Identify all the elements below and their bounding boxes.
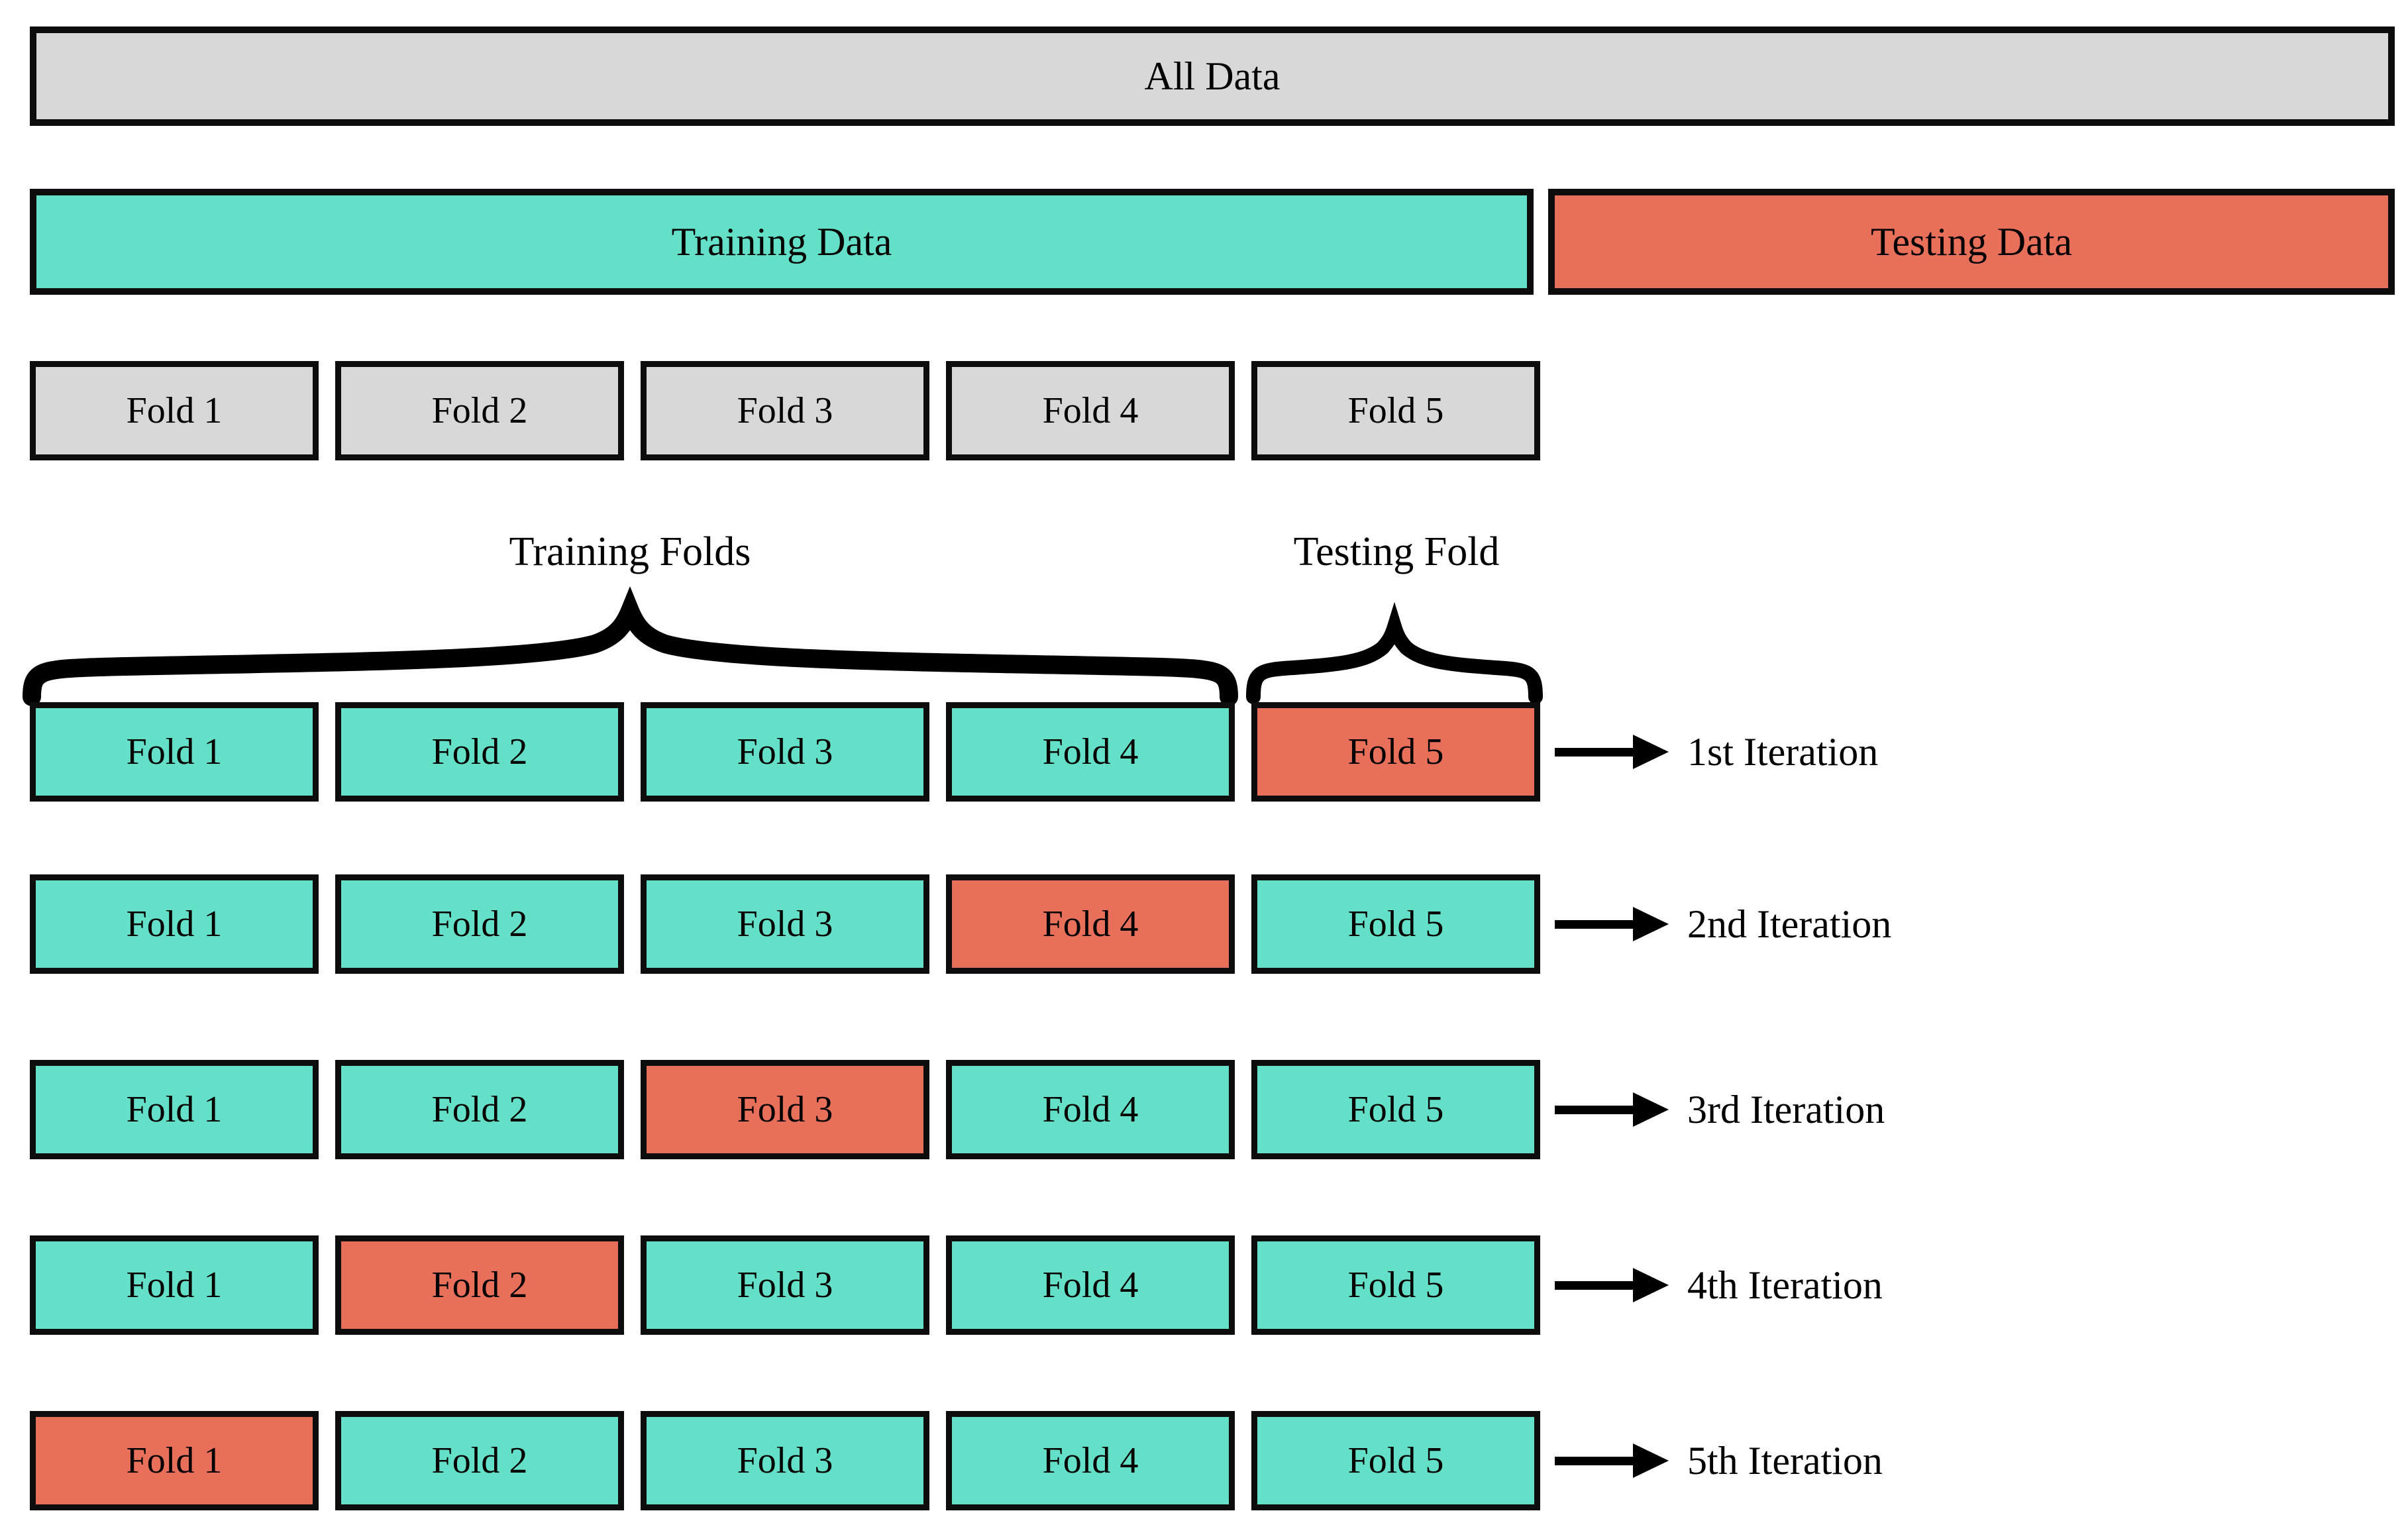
fold-box: Fold 1: [30, 874, 319, 974]
fold-box-testing: Fold 1: [30, 1411, 319, 1510]
arrow-right-icon: [1555, 1443, 1669, 1478]
arrow-head: [1633, 735, 1669, 769]
iteration-label: 1st Iteration: [1687, 730, 1879, 774]
all-data-label: All Data: [1144, 54, 1281, 98]
fold-box-testing: Fold 4: [946, 874, 1235, 974]
fold-label: Fold 4: [1042, 731, 1139, 772]
fold-box: Fold 1: [30, 1060, 319, 1159]
arrow-right-icon: [1555, 1092, 1669, 1127]
arrow-head: [1633, 1268, 1669, 1302]
fold-label: Fold 2: [431, 1089, 528, 1130]
fold-label: Fold 2: [431, 1440, 528, 1481]
fold-label: Fold 5: [1347, 1440, 1444, 1481]
fold-label: Fold 2: [431, 904, 528, 945]
fold-label: Fold 5: [1347, 390, 1444, 431]
fold-box: Fold 1: [30, 361, 319, 460]
fold-label: Fold 3: [737, 904, 833, 945]
fold-label: Fold 1: [126, 390, 223, 431]
iteration-row-2: Fold 1 Fold 2 Fold 3 Fold 4 Fold 5 2nd I…: [30, 874, 1891, 974]
fold-box: Fold 2: [335, 702, 624, 802]
fold-box: Fold 5: [1251, 1060, 1540, 1159]
fold-box: Fold 3: [641, 1235, 929, 1335]
fold-box: Fold 3: [641, 1411, 929, 1510]
fold-label: Fold 1: [126, 1440, 223, 1481]
fold-box: Fold 3: [641, 874, 929, 974]
fold-label: Fold 4: [1042, 390, 1139, 431]
fold-box: Fold 5: [1251, 1235, 1540, 1335]
fold-box: Fold 4: [946, 702, 1235, 802]
fold-label: Fold 5: [1347, 731, 1444, 772]
fold-label: Fold 5: [1347, 1265, 1444, 1306]
testing-fold-label: Testing Fold: [1293, 529, 1500, 574]
fold-label: Fold 5: [1347, 1089, 1444, 1130]
fold-box: Fold 3: [641, 702, 929, 802]
fold-box: Fold 1: [30, 702, 319, 802]
testing-data-bar: Testing Data: [1548, 189, 2395, 295]
iteration-label: 2nd Iteration: [1687, 902, 1892, 946]
iteration-row-1: Fold 1 Fold 2 Fold 3 Fold 4 Fold 5 1st I…: [30, 702, 1878, 802]
fold-partition-row: Fold 1 Fold 2 Fold 3 Fold 4 Fold 5: [30, 361, 1540, 460]
arrow-shaft: [1555, 1456, 1633, 1465]
iteration-row-3: Fold 1 Fold 2 Fold 3 Fold 4 Fold 5 3rd I…: [30, 1060, 1885, 1159]
fold-box: Fold 5: [1251, 1411, 1540, 1510]
fold-label: Fold 2: [431, 1265, 528, 1306]
fold-label: Fold 1: [126, 1089, 223, 1130]
fold-label: Fold 3: [737, 390, 833, 431]
fold-label: Fold 2: [431, 731, 528, 772]
fold-box-testing: Fold 2: [335, 1235, 624, 1335]
arrow-shaft: [1555, 1280, 1633, 1290]
fold-label: Fold 3: [737, 1440, 833, 1481]
arrow-head: [1633, 1443, 1669, 1478]
iteration-label: 4th Iteration: [1687, 1263, 1883, 1307]
fold-box-testing: Fold 5: [1251, 702, 1540, 802]
fold-label: Fold 3: [737, 1265, 833, 1306]
arrow-shaft: [1555, 747, 1633, 757]
arrow-right-icon: [1555, 907, 1669, 941]
arrow-head: [1633, 1092, 1669, 1127]
fold-label: Fold 4: [1042, 904, 1139, 945]
arrow-shaft: [1555, 919, 1633, 929]
fold-box: Fold 4: [946, 1235, 1235, 1335]
fold-box: Fold 4: [946, 361, 1235, 460]
fold-box: Fold 5: [1251, 361, 1540, 460]
fold-box: Fold 2: [335, 361, 624, 460]
arrow-head: [1633, 907, 1669, 941]
iteration-row-4: Fold 1 Fold 2 Fold 3 Fold 4 Fold 5 4th I…: [30, 1235, 1883, 1335]
fold-box-testing: Fold 3: [641, 1060, 929, 1159]
fold-label: Fold 4: [1042, 1440, 1139, 1481]
training-data-label: Training Data: [671, 220, 892, 264]
fold-box: Fold 3: [641, 361, 929, 460]
fold-label: Fold 4: [1042, 1089, 1139, 1130]
training-data-bar: Training Data: [30, 189, 1534, 295]
training-folds-label: Training Folds: [509, 529, 751, 574]
iteration-label: 5th Iteration: [1687, 1439, 1883, 1483]
iteration-label: 3rd Iteration: [1687, 1088, 1885, 1131]
testing-fold-brace: [1246, 601, 1543, 704]
fold-label: Fold 3: [737, 1089, 833, 1130]
testing-data-label: Testing Data: [1870, 220, 2073, 264]
arrow-right-icon: [1555, 1268, 1669, 1302]
fold-box: Fold 4: [946, 1060, 1235, 1159]
arrow-shaft: [1555, 1105, 1633, 1114]
fold-box: Fold 5: [1251, 874, 1540, 974]
fold-label: Fold 2: [431, 390, 528, 431]
training-folds-brace: [23, 586, 1238, 706]
fold-box: Fold 2: [335, 1060, 624, 1159]
fold-box: Fold 1: [30, 1235, 319, 1335]
fold-label: Fold 4: [1042, 1265, 1139, 1306]
fold-box: Fold 4: [946, 1411, 1235, 1510]
all-data-bar: All Data: [30, 26, 2395, 126]
fold-label: Fold 3: [737, 731, 833, 772]
fold-label: Fold 1: [126, 731, 223, 772]
fold-box: Fold 2: [335, 874, 624, 974]
fold-box: Fold 2: [335, 1411, 624, 1510]
iteration-row-5: Fold 1 Fold 2 Fold 3 Fold 4 Fold 5 5th I…: [30, 1411, 1883, 1510]
fold-label: Fold 5: [1347, 904, 1444, 945]
arrow-right-icon: [1555, 735, 1669, 769]
fold-label: Fold 1: [126, 904, 223, 945]
fold-label: Fold 1: [126, 1265, 223, 1306]
